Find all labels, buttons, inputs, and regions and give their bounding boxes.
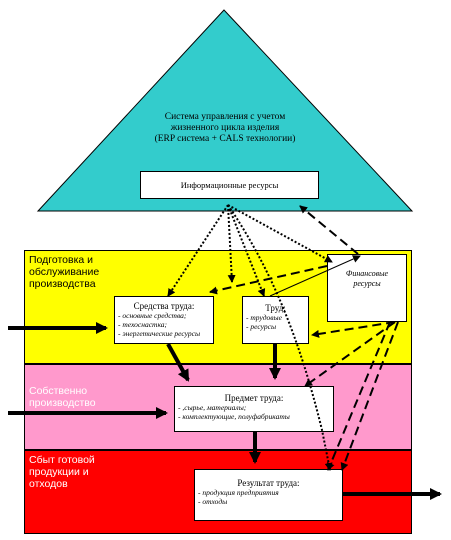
dashed-arrow-finance-to-result-2 [327,321,391,471]
dotted-arrow-info-to-result [227,204,333,471]
finance-box: Финансовые ресурсы [327,254,407,322]
result-of-labor-box: Результат труда: продукция предприятия о… [194,469,343,521]
result-item-2: отходы [198,497,342,506]
means-item-2: техоснастка; [118,320,213,329]
band-sales-label: Сбыт готовой продукции и отходов [29,454,95,490]
arrow-means-to-subject [166,343,190,382]
subject-of-labor-title: Предмет труда: [224,393,284,403]
dashed-arrow-finance-to-means [209,265,328,295]
means-of-labor-box: Средства труда: основные средства; техос… [114,296,214,344]
dashed-arrow-finance-to-result [340,321,399,471]
dotted-arrow-info-to-labor [227,204,266,297]
arrow-labor-to-finance [269,255,361,297]
result-of-labor-title: Результат труда: [237,478,300,488]
info-resources-box: Информационные ресурсы [140,171,319,199]
subject-item-1: ,сырье, материалы; [178,403,333,412]
labor-items: трудовые ресурсы [243,313,308,331]
labor-title: Труд: [265,303,286,313]
dashed-arrow-finance-to-labor [311,321,396,338]
means-of-labor-items: основные средства; техоснастка; энергети… [115,311,213,338]
result-of-labor-items: продукция предприятия отходы [195,488,342,506]
band-production-label: Собственно производство [29,385,96,409]
dotted-arrow-info-to-means [167,204,229,297]
means-item-1: основные средства; [118,311,213,320]
info-resources-label: Информационные ресурсы [180,180,279,190]
means-item-3: энергетические ресурсы [118,329,213,338]
result-item-1: продукция предприятия [198,488,342,497]
band-preparation-label: Подготовка и обслуживание производства [29,254,100,290]
dashed-arrow-finance-to-subject [304,321,396,387]
management-system-title: Система управления с учетом жизненного ц… [154,112,296,144]
subject-of-labor-box: Предмет труда: ,сырье, материалы; компле… [174,386,334,432]
labor-item-1: трудовые [246,313,308,322]
dotted-arrow-info-to-band [227,204,236,283]
dotted-arrow-info-to-finance [227,204,333,263]
labor-item-2: ресурсы [246,322,308,331]
dashed-arrow-finance-to-info [299,205,359,255]
subject-of-labor-items: ,сырье, материалы; комплектующие, полуфа… [175,403,333,421]
finance-title: Финансовые ресурсы [345,269,389,288]
means-of-labor-title: Средства труда: [133,301,195,311]
labor-box: Труд: трудовые ресурсы [242,296,309,344]
management-triangle [36,9,414,212]
subject-item-2: комплектующие, полуфабрикаты [178,412,333,421]
